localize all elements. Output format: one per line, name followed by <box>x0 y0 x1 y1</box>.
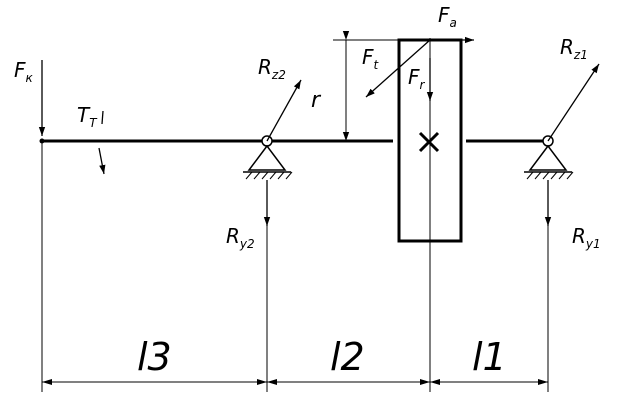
label-radius: r <box>311 88 322 113</box>
gear-center-cross-icon <box>418 131 440 153</box>
torque-tt-arrow <box>98 110 106 175</box>
label-ry1: Ry1 <box>572 224 601 251</box>
label-tt: TT <box>77 103 98 130</box>
label-ft: Ft <box>362 45 380 72</box>
label-rz1: Rz1 <box>560 35 588 62</box>
label-rz2: Rz2 <box>258 55 286 82</box>
rz2-arrow <box>266 79 302 142</box>
label-ry2: Ry2 <box>226 224 255 251</box>
rz1-arrow <box>547 63 600 142</box>
label-l3: l3 <box>137 335 172 379</box>
right-bearing-support-icon <box>524 135 574 180</box>
label-fa: Fa <box>438 3 457 30</box>
label-fr: Fr <box>408 65 426 92</box>
ft-arrow <box>365 39 431 98</box>
label-l2: l2 <box>330 335 365 379</box>
left-bearing-support-icon <box>243 135 293 180</box>
label-l1: l1 <box>472 335 507 379</box>
label-fk: Fк <box>14 58 34 85</box>
